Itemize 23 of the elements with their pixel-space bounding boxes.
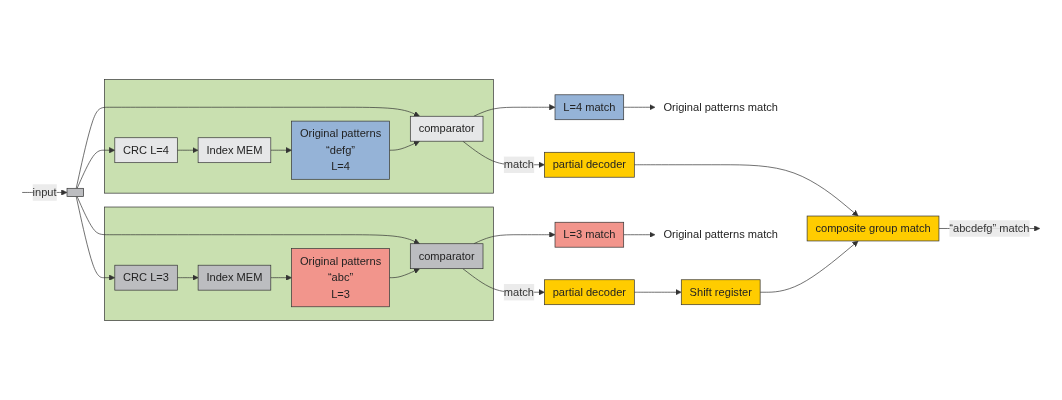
node-box: Index MEM xyxy=(197,137,272,163)
edge-label: input xyxy=(32,186,57,198)
node-box: CRC L=3 xyxy=(114,264,178,291)
node-box: comparator xyxy=(409,115,484,142)
node-box: composite group match xyxy=(806,215,940,242)
edge-label: match xyxy=(503,158,534,171)
edge-label: match xyxy=(503,285,534,298)
node-box: L=3 match xyxy=(554,221,625,248)
node-box: Shift register xyxy=(680,279,761,305)
node-box: Original patterns “defg” L=4 xyxy=(291,120,390,180)
cluster xyxy=(104,206,494,321)
node-box: Original patterns “abc” L=3 xyxy=(291,248,390,308)
node-box: CRC L=4 xyxy=(114,137,178,163)
node-box: partial decoder xyxy=(544,151,635,178)
edge-label: “abcdefg” match xyxy=(949,222,1030,234)
node-text: Original patterns match xyxy=(663,228,779,241)
node-text: Original patterns match xyxy=(663,100,779,113)
node-box xyxy=(66,187,84,197)
cluster xyxy=(104,79,494,194)
node-box: comparator xyxy=(409,243,484,269)
node-box: partial decoder xyxy=(544,279,635,305)
node-box: Index MEM xyxy=(197,264,272,291)
node-box: L=4 match xyxy=(554,94,625,120)
